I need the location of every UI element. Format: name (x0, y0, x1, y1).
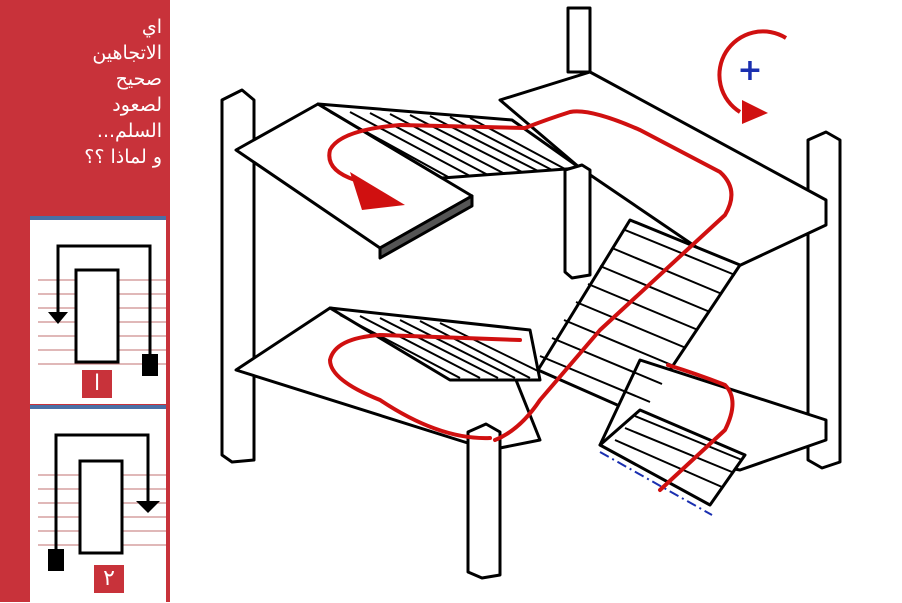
column-front (466, 422, 502, 580)
column-middle (563, 163, 592, 280)
dash-line (599, 451, 713, 516)
staircase-diagram: + (220, 6, 842, 580)
question-line: لصعود (112, 94, 162, 116)
question-line: الاتجاهين (92, 42, 162, 64)
option-2-diagram[interactable]: ٢ (30, 405, 166, 603)
upper-landing-edge (378, 194, 474, 260)
option-1-diagram[interactable]: ا (30, 216, 166, 404)
path-lower-left (328, 333, 522, 441)
option-2-badge: ٢ (94, 565, 124, 593)
rotation-arrow (717, 29, 788, 114)
path-arrow-icon (350, 172, 405, 210)
path-lower-right (658, 363, 735, 492)
question-line: و لماذا ؟؟ (84, 146, 162, 168)
option-2-sketch (38, 433, 166, 571)
column-back-top (566, 6, 592, 74)
rotation-plus: + (737, 53, 762, 88)
question-text: اي الاتجاهين صحيح لصعود السلم... و لماذا… (8, 14, 168, 170)
lower-small-flight (328, 306, 542, 382)
sidebar-panel: اي الاتجاهين صحيح لصعود السلم... و لماذا… (0, 0, 170, 603)
question-line: السلم... (96, 120, 162, 142)
rotation-arrowhead-icon (742, 100, 768, 124)
path-upper (327, 109, 734, 442)
option-1-sketch (38, 244, 166, 376)
question-line: اي (141, 16, 162, 38)
question-line: صحيح (115, 68, 162, 90)
option-1-badge: ا (82, 370, 112, 398)
